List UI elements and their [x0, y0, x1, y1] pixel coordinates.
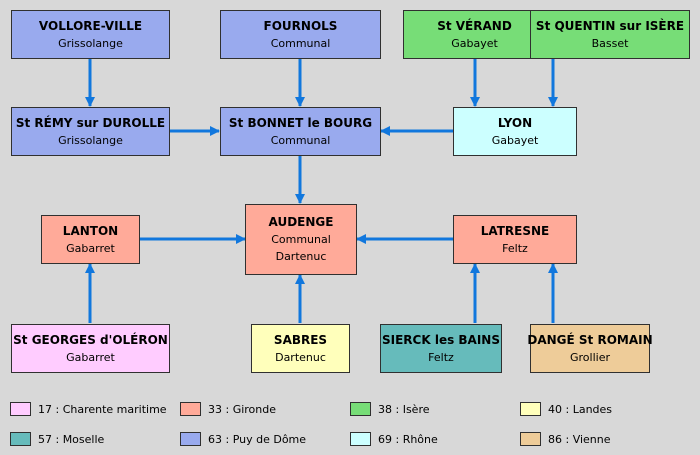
node-st-verand: St VÉRAND Gabayet: [403, 10, 546, 59]
legend-swatch: [350, 432, 371, 446]
node-name: AUDENGE: [268, 215, 334, 229]
node-name: LYON: [497, 115, 533, 130]
node-name: St RÉMY sur DUROLLE: [15, 115, 166, 130]
node-sub: Communal: [270, 36, 331, 50]
node-sub: Dartenuc: [275, 350, 326, 364]
node-name: LANTON: [62, 223, 119, 238]
node-vollore-ville: VOLLORE-VILLE Grissolange: [11, 10, 170, 59]
node-lanton: LANTON Gabarret: [41, 215, 140, 264]
node-sub: Grissolange: [58, 36, 123, 50]
node-sub: Grissolange: [58, 133, 123, 147]
node-sabres: SABRES Dartenuc: [251, 324, 350, 373]
legend-item-38: 38 : Isère: [350, 401, 430, 417]
legend-label: 63 : Puy de Dôme: [208, 432, 307, 446]
legend-label: 57 : Moselle: [38, 432, 105, 446]
legend-label: 38 : Isère: [378, 402, 430, 416]
legend-swatch: [520, 402, 541, 416]
node-name: St GEORGES d'OLÉRON: [13, 332, 168, 347]
legend-item-69: 69 : Rhône: [350, 431, 438, 447]
node-sub: Gabarret: [66, 350, 115, 364]
node-audenge: AUDENGE Communal Dartenuc: [245, 204, 357, 275]
node-sub: Grollier: [570, 350, 610, 364]
node-lyon: LYON Gabayet: [453, 107, 577, 156]
legend-label: 40 : Landes: [548, 402, 613, 416]
node-sub: Basset: [591, 36, 629, 50]
node-dange: DANGÉ St ROMAIN Grollier: [527, 324, 653, 373]
legend-swatch: [520, 432, 541, 446]
legend-swatch: [10, 432, 31, 446]
legend-label: 33 : Gironde: [208, 402, 277, 416]
node-sub: Communal: [270, 133, 331, 147]
legend-item-86: 86 : Vienne: [520, 431, 611, 447]
node-name: VOLLORE-VILLE: [38, 18, 143, 33]
node-st-georges: St GEORGES d'OLÉRON Gabarret: [11, 324, 170, 373]
legend-swatch: [350, 402, 371, 416]
node-sub: Gabarret: [66, 241, 115, 255]
node-name: LATRESNE: [480, 223, 550, 238]
node-name: DANGÉ St ROMAIN: [527, 332, 653, 347]
node-st-bonnet: St BONNET le BOURG Communal: [220, 107, 381, 156]
node-name: SABRES: [273, 332, 328, 347]
legend-label: 69 : Rhône: [378, 432, 438, 446]
legend-item-17: 17 : Charente maritime: [10, 401, 167, 417]
node-name: St VÉRAND: [437, 18, 512, 33]
legend-swatch: [180, 402, 201, 416]
node-name: St QUENTIN sur ISÈRE: [535, 18, 685, 33]
node-fournols: FOURNOLS Communal: [220, 10, 381, 59]
node-name: FOURNOLS: [263, 18, 338, 33]
node-sub: Gabayet: [451, 36, 498, 50]
node-name: SIERCK les BAINS: [382, 332, 500, 347]
node-sub: Feltz: [502, 241, 528, 255]
node-sub: Gabayet: [491, 133, 539, 147]
node-latresne: LATRESNE Feltz: [453, 215, 577, 264]
legend-item-33: 33 : Gironde: [180, 401, 276, 417]
legend-item-63: 63 : Puy de Dôme: [180, 431, 306, 447]
node-st-remy: St RÉMY sur DUROLLE Grissolange: [11, 107, 170, 156]
node-sub: Feltz: [428, 350, 454, 364]
legend-item-40: 40 : Landes: [520, 401, 612, 417]
legend-label: 17 : Charente maritime: [38, 402, 167, 416]
node-sierck: SIERCK les BAINS Feltz: [380, 324, 502, 373]
legend-item-57: 57 : Moselle: [10, 431, 104, 447]
legend-swatch: [180, 432, 201, 446]
node-sub: Communal: [271, 233, 331, 246]
node-sub2: Dartenuc: [275, 250, 327, 263]
legend-label: 86 : Vienne: [548, 432, 611, 446]
node-name: St BONNET le BOURG: [228, 115, 373, 130]
legend-swatch: [10, 402, 31, 416]
node-st-quentin: St QUENTIN sur ISÈRE Basset: [530, 10, 690, 59]
